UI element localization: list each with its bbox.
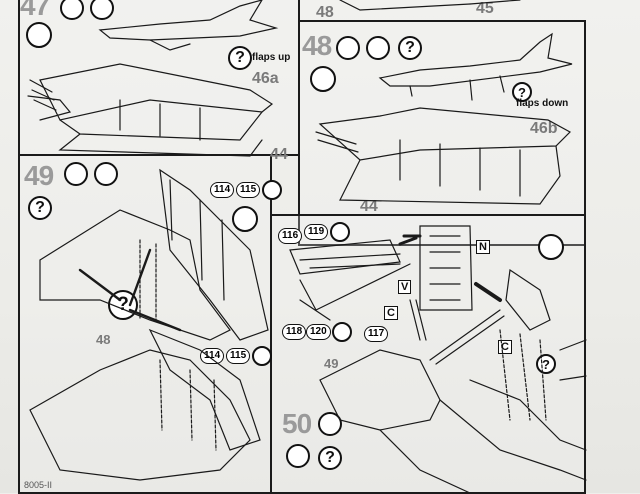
paint-icon <box>94 162 118 186</box>
part-number-118: 118 <box>282 324 307 340</box>
caption-flaps-up: flaps up <box>252 52 291 63</box>
part-number-115-lower: 115 <box>226 348 251 364</box>
step-number-47: 47 <box>20 0 50 21</box>
part-number-114-upper: 114 <box>210 182 235 198</box>
step-number-50: 50 <box>282 408 312 439</box>
part-label-44-lower: 44 <box>360 198 378 215</box>
clock-icon <box>26 22 52 48</box>
help-icon: ? <box>536 354 556 374</box>
part-label-46b: 46b <box>530 120 558 137</box>
step-number-49: 49 <box>24 160 54 191</box>
help-icon: ? <box>318 446 342 470</box>
part-label-44-upper: 44 <box>270 146 288 163</box>
help-icon: ? <box>512 82 532 102</box>
paint-icon <box>262 180 282 200</box>
paint-icon <box>90 0 114 20</box>
part-label-46a: 46a <box>252 70 279 87</box>
help-icon: ? <box>228 46 252 70</box>
paint-icon <box>366 36 390 60</box>
part-number-119: 119 <box>304 224 329 240</box>
part-number-120: 120 <box>306 324 331 340</box>
part-label-48-top: 48 <box>316 4 334 21</box>
clock-icon <box>232 206 258 232</box>
paint-icon <box>286 444 310 468</box>
paint-icon <box>330 222 350 242</box>
panel-step-47 <box>18 0 300 156</box>
step-number-48: 48 <box>302 30 332 61</box>
part-number-114-lower: 114 <box>200 348 225 364</box>
clock-icon <box>310 66 336 92</box>
paint-icon <box>252 346 272 366</box>
clock-icon <box>538 234 564 260</box>
glue-icon <box>336 36 360 60</box>
glue-icon <box>64 162 88 186</box>
paint-icon <box>332 322 352 342</box>
letter-n: N <box>476 240 490 254</box>
caption-flaps-down: flaps down <box>516 98 569 109</box>
footer-code: 8005-II <box>24 480 53 490</box>
help-icon: ? <box>28 196 52 220</box>
part-number-115-upper: 115 <box>236 182 261 198</box>
part-label-48: 48 <box>96 332 111 347</box>
part-label-49: 49 <box>324 356 339 371</box>
part-number-116: 116 <box>278 228 303 244</box>
letter-v: V <box>398 280 412 294</box>
panel-step-49 <box>18 154 272 494</box>
part-number-117: 117 <box>364 326 389 342</box>
help-icon: ? <box>398 36 422 60</box>
part-label-45: 45 <box>476 0 494 17</box>
glue-icon <box>60 0 84 20</box>
letter-c-left: C <box>384 306 398 320</box>
